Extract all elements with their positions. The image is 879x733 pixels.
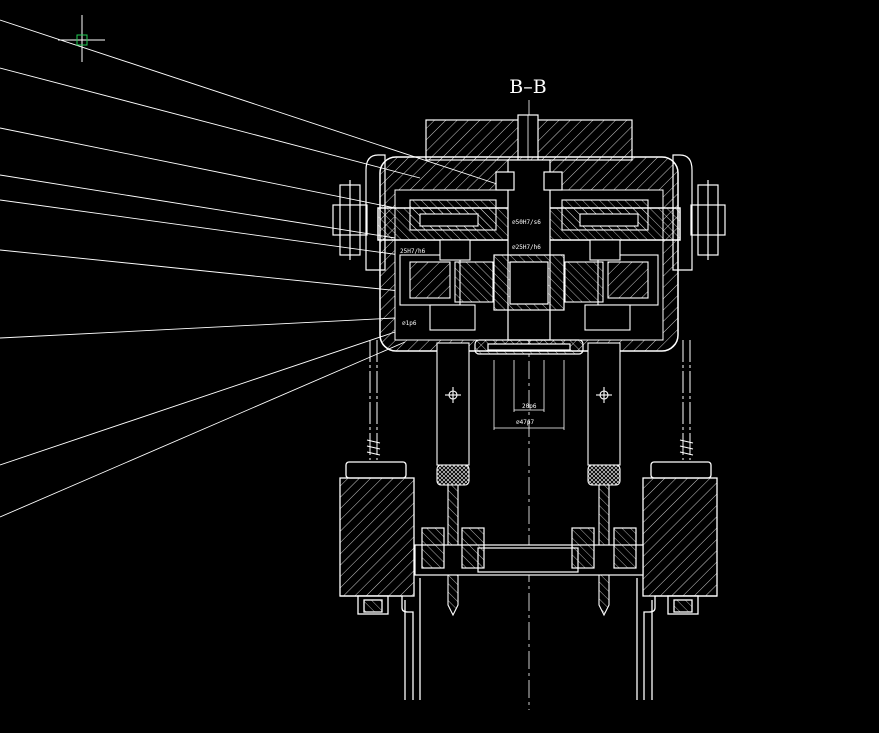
left-bearing-assembly — [399, 199, 497, 331]
crosshair-cursor-icon — [58, 15, 105, 62]
dim-47-label: ⌀47p7 — [516, 419, 534, 426]
central-shaft — [493, 159, 565, 341]
bottom-dimensions: 20p6 ⌀47p7 — [493, 360, 565, 430]
bottom-support-legs — [340, 578, 717, 700]
fit-annotations: ⌀50H7/s6 ⌀25H7/h6 25H7/h6 ⌀1p6 — [400, 219, 541, 327]
fit-top-label: ⌀50H7/s6 — [512, 219, 541, 226]
side-guide-rods — [366, 340, 694, 460]
dim-20-label: 20p6 — [522, 403, 537, 410]
fit-left-label: 25H7/h6 — [400, 248, 426, 255]
right-side-clamp — [672, 154, 726, 271]
fit-small-left-label: ⌀1p6 — [402, 320, 417, 327]
left-side-clamp — [332, 154, 386, 271]
lower-crossbar — [414, 527, 644, 576]
section-title: B–B — [509, 76, 546, 98]
right-frame-block — [642, 461, 718, 615]
fit-mid-label: ⌀25H7/h6 — [512, 244, 541, 251]
bottom-seal-plate — [474, 339, 584, 355]
leader-lines — [0, 19, 501, 518]
right-bearing-assembly — [561, 199, 659, 331]
left-frame-block — [339, 461, 415, 615]
